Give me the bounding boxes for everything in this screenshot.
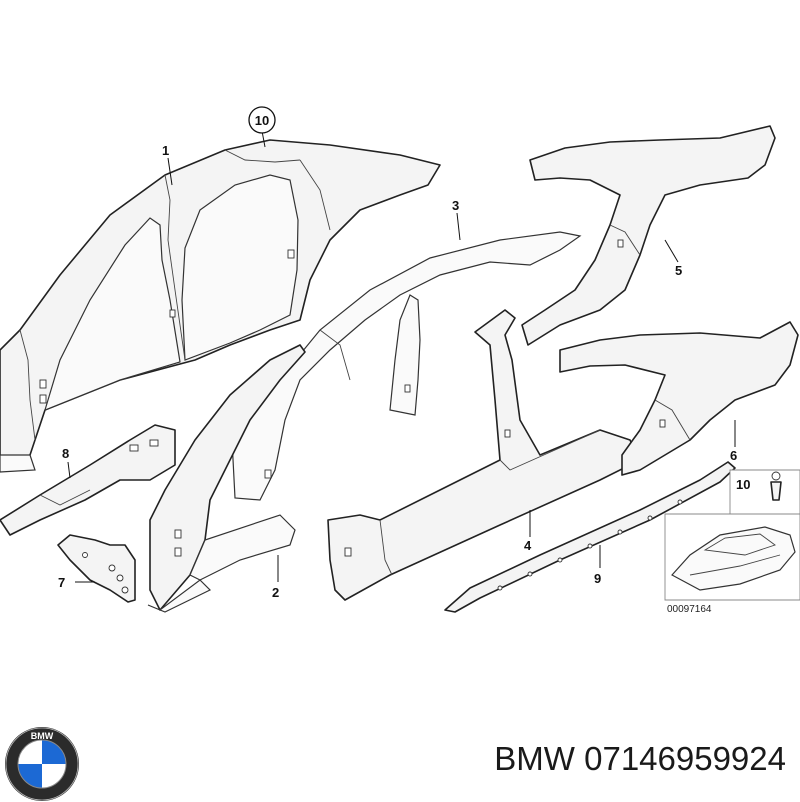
svg-text:10: 10 bbox=[255, 113, 269, 128]
footer-caption: BMW 07146959924 bbox=[494, 740, 786, 778]
callout-5: 5 bbox=[675, 263, 682, 278]
clip-icon bbox=[770, 471, 782, 501]
callout-10-circled: 10 bbox=[248, 106, 276, 134]
part-6-rear-quarter bbox=[559, 321, 799, 476]
leader-lines bbox=[67, 130, 736, 583]
callouts: 1 10 3 5 6 8 7 2 4 9 10 00097164 bbox=[58, 106, 750, 615]
part-9-sill-strip bbox=[444, 461, 736, 613]
part-4-b-pillar-sill bbox=[327, 309, 641, 601]
callout-10-inset: 10 bbox=[736, 477, 750, 492]
inset-reference-number: 00097164 bbox=[667, 604, 712, 615]
inset-panel bbox=[664, 469, 800, 601]
car-outline bbox=[671, 526, 796, 591]
bmw-logo-icon: BMW bbox=[5, 727, 79, 801]
part-number: 07146959924 bbox=[584, 740, 786, 777]
callout-4: 4 bbox=[524, 538, 532, 553]
callout-3: 3 bbox=[452, 198, 459, 213]
callout-8: 8 bbox=[62, 446, 69, 461]
part-5-rear-quarter bbox=[521, 125, 776, 346]
callout-9: 9 bbox=[594, 571, 601, 586]
callout-7: 7 bbox=[58, 575, 65, 590]
callout-1: 1 bbox=[162, 143, 169, 158]
part-7-bracket bbox=[57, 534, 136, 603]
part-8-reinforcement bbox=[0, 424, 176, 536]
brand-name: BMW bbox=[494, 740, 575, 777]
part-2-a-pillar bbox=[147, 344, 306, 613]
callout-2: 2 bbox=[272, 585, 279, 600]
logo-text: BMW bbox=[31, 731, 54, 741]
part-1-side-frame bbox=[0, 139, 441, 473]
callout-6: 6 bbox=[730, 448, 737, 463]
